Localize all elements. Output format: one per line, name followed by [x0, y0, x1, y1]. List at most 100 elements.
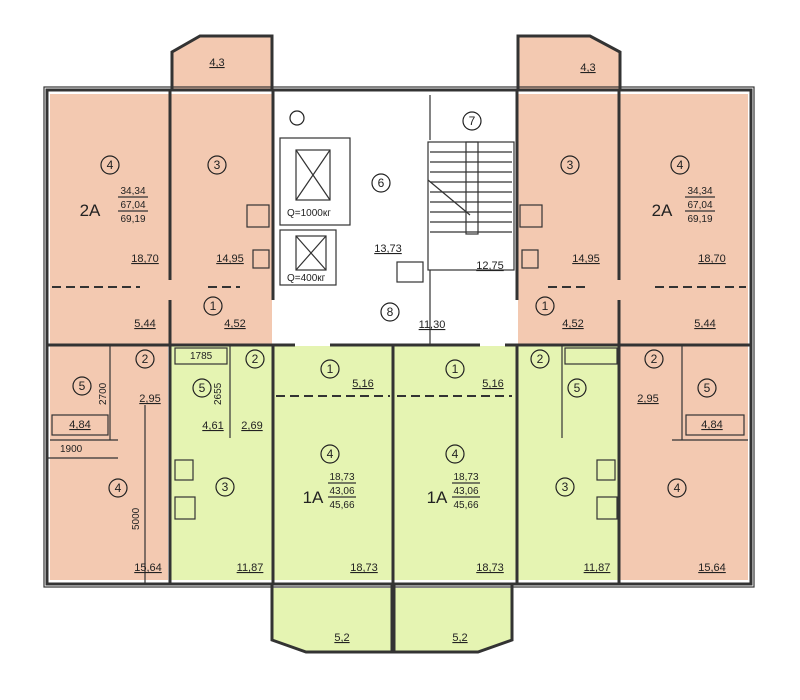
room-marker: [192, 378, 212, 398]
room-marker: [667, 478, 687, 498]
room-area: 5,16: [352, 378, 373, 390]
room-number: 3: [562, 480, 569, 494]
room-marker: [371, 173, 391, 193]
room-marker: [100, 155, 120, 175]
small-lift-shaft: [279, 229, 337, 286]
room-number: 1: [542, 299, 549, 313]
room-marker: [380, 302, 400, 322]
room-area: 12,75: [476, 260, 504, 272]
right-1a-balcony-wall: [392, 584, 514, 654]
living-area: 18,73: [453, 472, 478, 483]
room-number: 4: [107, 158, 114, 172]
room-number: 3: [214, 158, 221, 172]
room-area: 18,73: [476, 562, 504, 574]
room-number: 2: [651, 352, 658, 366]
room-area: 2,69: [241, 420, 262, 432]
sink-icon: [174, 459, 194, 481]
sink-icon: [596, 459, 616, 481]
room-area: 2,95: [139, 393, 160, 405]
room-marker: [320, 359, 340, 379]
left-1a-balcony-wall: [270, 584, 394, 654]
left-1a: [170, 346, 392, 580]
room-marker: [697, 378, 717, 398]
total-area-with-balcony: 45,66: [453, 500, 478, 511]
apartment-type: 1A: [303, 488, 324, 507]
room-number: 5: [199, 381, 206, 395]
fire-cabinet: [396, 261, 424, 283]
stair-steps: [430, 151, 512, 233]
dimension: 1785: [190, 351, 213, 362]
dimension: 2700: [98, 382, 109, 405]
room-number: 2: [142, 352, 149, 366]
stair-railing: [465, 141, 479, 235]
large-lift-shaft: [279, 137, 351, 226]
total-area-with-balcony: 69,19: [687, 214, 712, 225]
large-lift-car: [295, 149, 331, 201]
right-2a-upper: [518, 94, 748, 346]
apartment-right-1a: 1 5,16 4 1A 18,73 43,06 45,66 18,73 5,2 …: [427, 349, 610, 644]
room-area: 15,64: [698, 562, 726, 574]
lift-capacity: Q=1000кг: [287, 208, 331, 219]
right-1a-balcony: [394, 588, 512, 652]
room-marker: [135, 349, 155, 369]
room-area: 4,52: [562, 318, 583, 330]
core-elements: [279, 95, 515, 344]
room-area: 5,44: [694, 318, 715, 330]
room-marker: [560, 155, 580, 175]
room-marker: [644, 349, 664, 369]
left-2a-lower: [50, 346, 168, 580]
balcony-area: 4,3: [209, 57, 224, 69]
lift-capacity: Q=400кг: [287, 273, 326, 284]
room-number: 4: [115, 481, 122, 495]
room-number: 8: [387, 305, 394, 319]
living-area: 18,73: [329, 472, 354, 483]
room-marker: [445, 359, 465, 379]
apartment-type: 2A: [652, 201, 673, 220]
balcony-area: 5,2: [334, 632, 349, 644]
room-marker: [555, 477, 575, 497]
lift-cross-icon: [295, 149, 331, 201]
living-area: 34,34: [120, 186, 145, 197]
total-area: 67,04: [120, 200, 145, 211]
core-area: [274, 94, 516, 344]
room-area: 4,61: [202, 420, 223, 432]
dimension: 5000: [131, 507, 142, 530]
small-lift-car: [295, 235, 327, 271]
room-marker: [320, 444, 340, 464]
bathtub-icon: [685, 414, 745, 436]
living-area: 34,34: [687, 186, 712, 197]
common-core: 6 Q=1000кг 13,73 Q=400кг 7 12,75 8 11,30: [287, 111, 504, 331]
room-area: 13,73: [374, 243, 402, 255]
room-fills: [50, 36, 748, 652]
left-2a-upper: [50, 94, 272, 346]
room-number: 2: [537, 352, 544, 366]
room-number: 6: [378, 176, 385, 190]
stove-icon: [246, 204, 270, 228]
room-number: 5: [704, 381, 711, 395]
room-marker: [530, 349, 550, 369]
apartment-right-2a: 4,3 3 4 2A 34,34 67,04 69,19 14,95 18,70…: [535, 62, 726, 574]
room-marker: [245, 349, 265, 369]
room-area: 18,70: [698, 253, 726, 265]
room-area: 4,84: [701, 419, 722, 431]
sink-icon: [252, 249, 270, 269]
apartment-type: 2A: [80, 201, 101, 220]
room-number: 5: [574, 381, 581, 395]
room-marker: [72, 376, 92, 396]
room-area: 11,87: [237, 562, 264, 574]
room-marker: [462, 111, 482, 131]
room-marker: [203, 296, 223, 316]
room-marker: [567, 378, 587, 398]
bathtub-icon: [174, 347, 228, 365]
total-area: 43,06: [453, 486, 478, 497]
walls: [43, 34, 755, 654]
room-marker: [535, 296, 555, 316]
sink-icon: [521, 249, 539, 269]
room-area: 11,30: [419, 319, 446, 331]
room-area: 14,95: [216, 253, 244, 265]
room-number: 5: [79, 379, 86, 393]
room-number: 3: [222, 480, 229, 494]
total-area: 67,04: [687, 200, 712, 211]
room-number: 4: [674, 481, 681, 495]
